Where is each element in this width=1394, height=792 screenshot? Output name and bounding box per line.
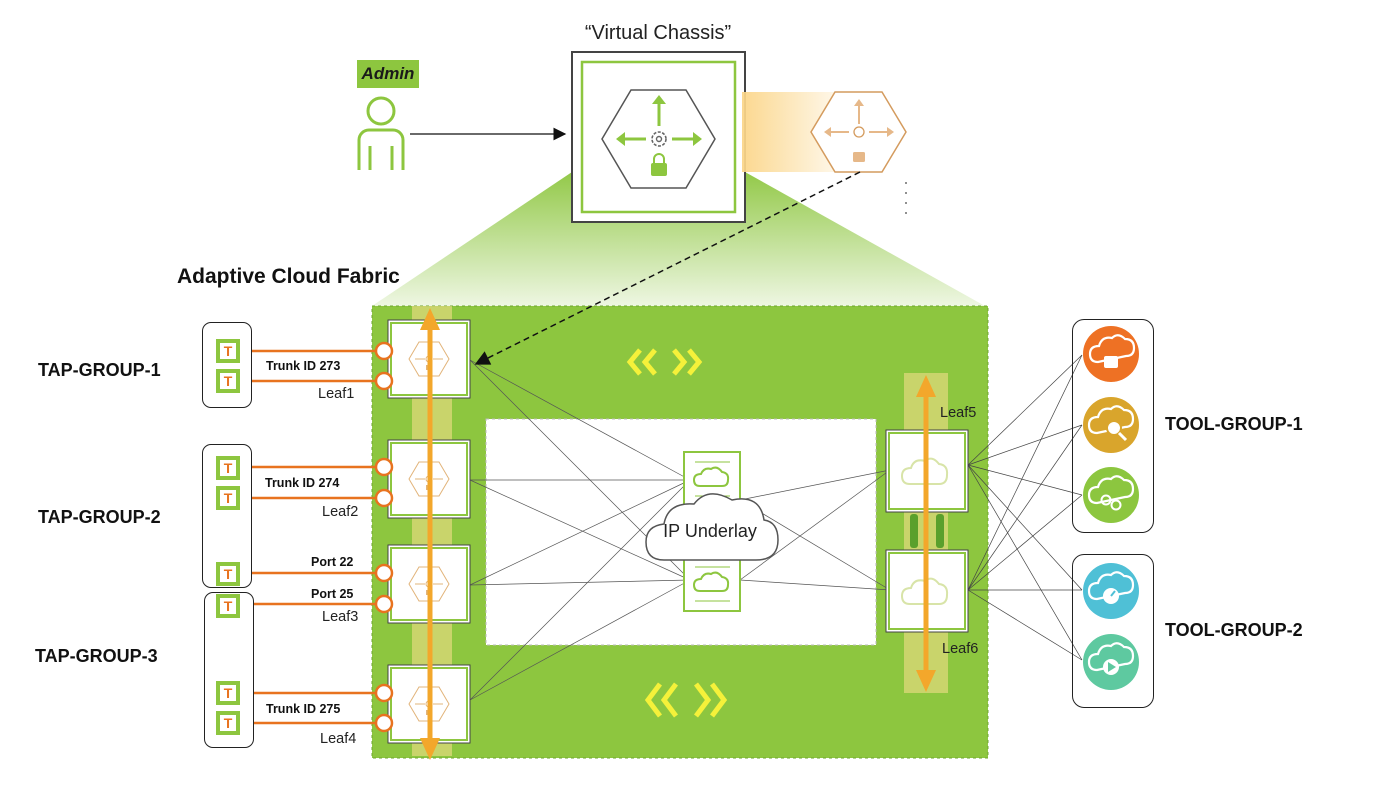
tool-group-2-label: TOOL-GROUP-2	[1165, 620, 1303, 640]
tool-group-1-label: TOOL-GROUP-1	[1165, 414, 1303, 434]
port-circles	[374, 341, 394, 733]
fabric-title: Adaptive Cloud Fabric	[177, 265, 400, 288]
tool-links	[967, 354, 1083, 661]
chassis-dashed-arrow	[474, 171, 861, 365]
tap-links	[240, 349, 380, 725]
leaf-label: Leaf5	[940, 405, 977, 421]
virtual-chassis	[571, 51, 746, 223]
tool-group-1-box	[1072, 319, 1154, 533]
fabric-mesh	[469, 359, 891, 701]
link-label: Port 22	[311, 555, 354, 569]
underlay-cloud	[645, 493, 779, 561]
cloud-search-icon	[1083, 397, 1139, 453]
chevrons-bottom	[644, 682, 728, 718]
tap-port: T	[216, 486, 240, 510]
link-label: Trunk ID 274	[265, 476, 340, 490]
tap-port: T	[216, 339, 240, 363]
tap-port: T	[216, 456, 240, 480]
tap-group-1-label: TAP-GROUP-1	[38, 360, 161, 380]
chassis-projection	[372, 172, 985, 306]
cloud-link-icon	[1083, 467, 1139, 523]
chevrons-top	[626, 348, 703, 376]
left-vertical-arrow	[420, 308, 440, 760]
leaf-label: Leaf3	[322, 609, 359, 625]
ghost-chassis	[810, 91, 907, 173]
link-label: Trunk ID 275	[266, 702, 341, 716]
tap-port: T	[216, 681, 240, 705]
underlay-label: IP Underlay	[663, 521, 757, 541]
tap-port: T	[216, 369, 240, 393]
leaf-label: Leaf4	[320, 731, 357, 747]
leaf-label: Leaf2	[322, 504, 359, 520]
cloud-play-icon	[1083, 634, 1139, 690]
tap-group-3-label: TAP-GROUP-3	[35, 646, 158, 666]
tap-group-2-label: TAP-GROUP-2	[38, 507, 161, 527]
fabric-area	[371, 305, 989, 759]
link-label: Trunk ID 273	[266, 359, 341, 373]
tap-group-1-box	[202, 322, 252, 408]
spine-switch	[683, 556, 741, 612]
person-icon	[357, 96, 405, 170]
virtual-chassis-title: “Virtual Chassis”	[584, 22, 732, 44]
cloud-lock-icon	[1083, 326, 1139, 382]
tap-port: T	[216, 594, 240, 618]
link-label: Port 25	[311, 587, 354, 601]
tap-port: T	[216, 711, 240, 735]
tool-group-2-box	[1072, 554, 1154, 708]
admin-label: Admin	[357, 60, 419, 88]
leaf-label: Leaf6	[942, 641, 979, 657]
right-vertical-arrow	[916, 375, 936, 692]
tap-port: T	[216, 562, 240, 586]
leaf-label: Leaf1	[318, 386, 355, 402]
cloud-gauge-icon	[1083, 563, 1139, 619]
